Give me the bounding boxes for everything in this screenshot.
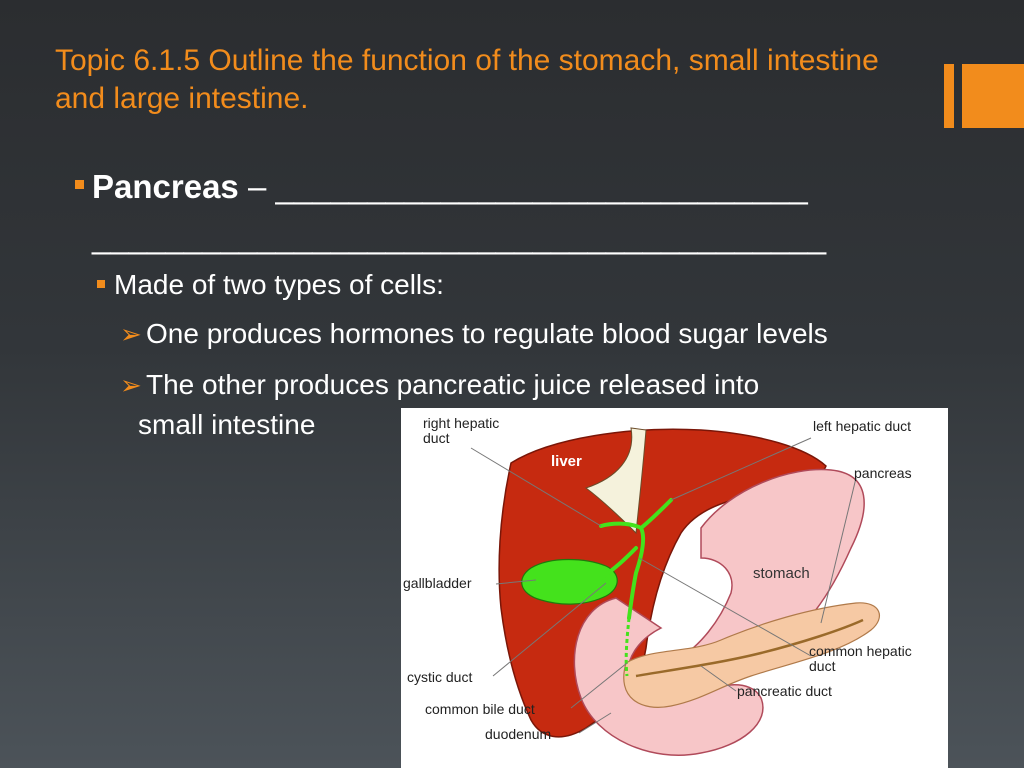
- label-right-hepatic-duct-2: duct: [423, 430, 450, 446]
- label-liver: liver: [551, 453, 582, 470]
- label-left-hepatic-duct: left hepatic duct: [813, 418, 911, 434]
- leader-duodenum: [578, 712, 612, 734]
- bullet-pancreatic-juice-continuation: small intestine: [138, 409, 316, 440]
- term-dash: –: [238, 168, 276, 205]
- label-stomach: stomach: [753, 565, 810, 582]
- diagram-svg: right hepatic duct left hepatic duct liv…: [403, 415, 912, 756]
- label-pancreas: pancreas: [854, 465, 912, 481]
- square-bullet-icon: [75, 180, 84, 189]
- term-pancreas: Pancreas: [92, 168, 239, 205]
- bile-duct-shape: [599, 498, 673, 620]
- leader-right-hepatic: [470, 447, 602, 527]
- label-pancreatic-duct: pancreatic duct: [737, 683, 832, 699]
- bullet-hormones: ➢ One produces hormones to regulate bloo…: [120, 314, 996, 354]
- leader-pancreas: [820, 477, 857, 624]
- label-duodenum: duodenum: [485, 726, 551, 742]
- bullet-hormones-text: One produces hormones to regulate blood …: [146, 318, 828, 349]
- leader-common-bile: [570, 662, 628, 709]
- label-common-hepatic-duct-1: common hepatic: [809, 643, 912, 659]
- label-gallbladder: gallbladder: [403, 575, 472, 591]
- label-common-hepatic-duct-2: duct: [809, 658, 836, 674]
- label-cystic-duct: cystic duct: [407, 669, 472, 685]
- accent-bar-thin: [944, 64, 954, 128]
- label-right-hepatic-duct-1: right hepatic: [423, 415, 499, 431]
- bullet-cell-types-text: Made of two types of cells:: [114, 269, 444, 300]
- leader-gallbladder: [495, 579, 537, 585]
- bullet-pancreas: Pancreas – _____________________________…: [75, 162, 972, 262]
- common-bile-duct-shape: [624, 617, 631, 677]
- arrow-bullet-icon: ➢: [120, 370, 142, 400]
- bullet-cell-types: Made of two types of cells:: [97, 266, 984, 304]
- pancreatic-duct-shape: [635, 618, 864, 678]
- leader-left-hepatic: [670, 437, 812, 501]
- gallbladder-shape: [521, 558, 618, 605]
- arrow-bullet-icon: ➢: [120, 319, 142, 349]
- leader-common-hepatic: [638, 557, 812, 657]
- label-common-bile-duct: common bile duct: [425, 701, 535, 717]
- digestive-organs-diagram: right hepatic duct left hepatic duct liv…: [401, 408, 948, 768]
- bullet-pancreatic-juice-text: The other produces pancreatic juice rele…: [146, 369, 760, 400]
- square-bullet-icon: [97, 280, 105, 288]
- bullet-pancreatic-juice: ➢ The other produces pancreatic juice re…: [120, 365, 996, 445]
- fill-in-blank-2: ________________________________________: [92, 218, 827, 255]
- slide-title: Topic 6.1.5 Outline the function of the …: [55, 44, 879, 115]
- accent-bar-thick: [962, 64, 1024, 128]
- leader-pancreatic-duct: [700, 665, 737, 692]
- fill-in-blank-1: _____________________________: [275, 168, 808, 205]
- leader-cystic: [492, 582, 607, 677]
- falciform-ligament: [584, 427, 647, 535]
